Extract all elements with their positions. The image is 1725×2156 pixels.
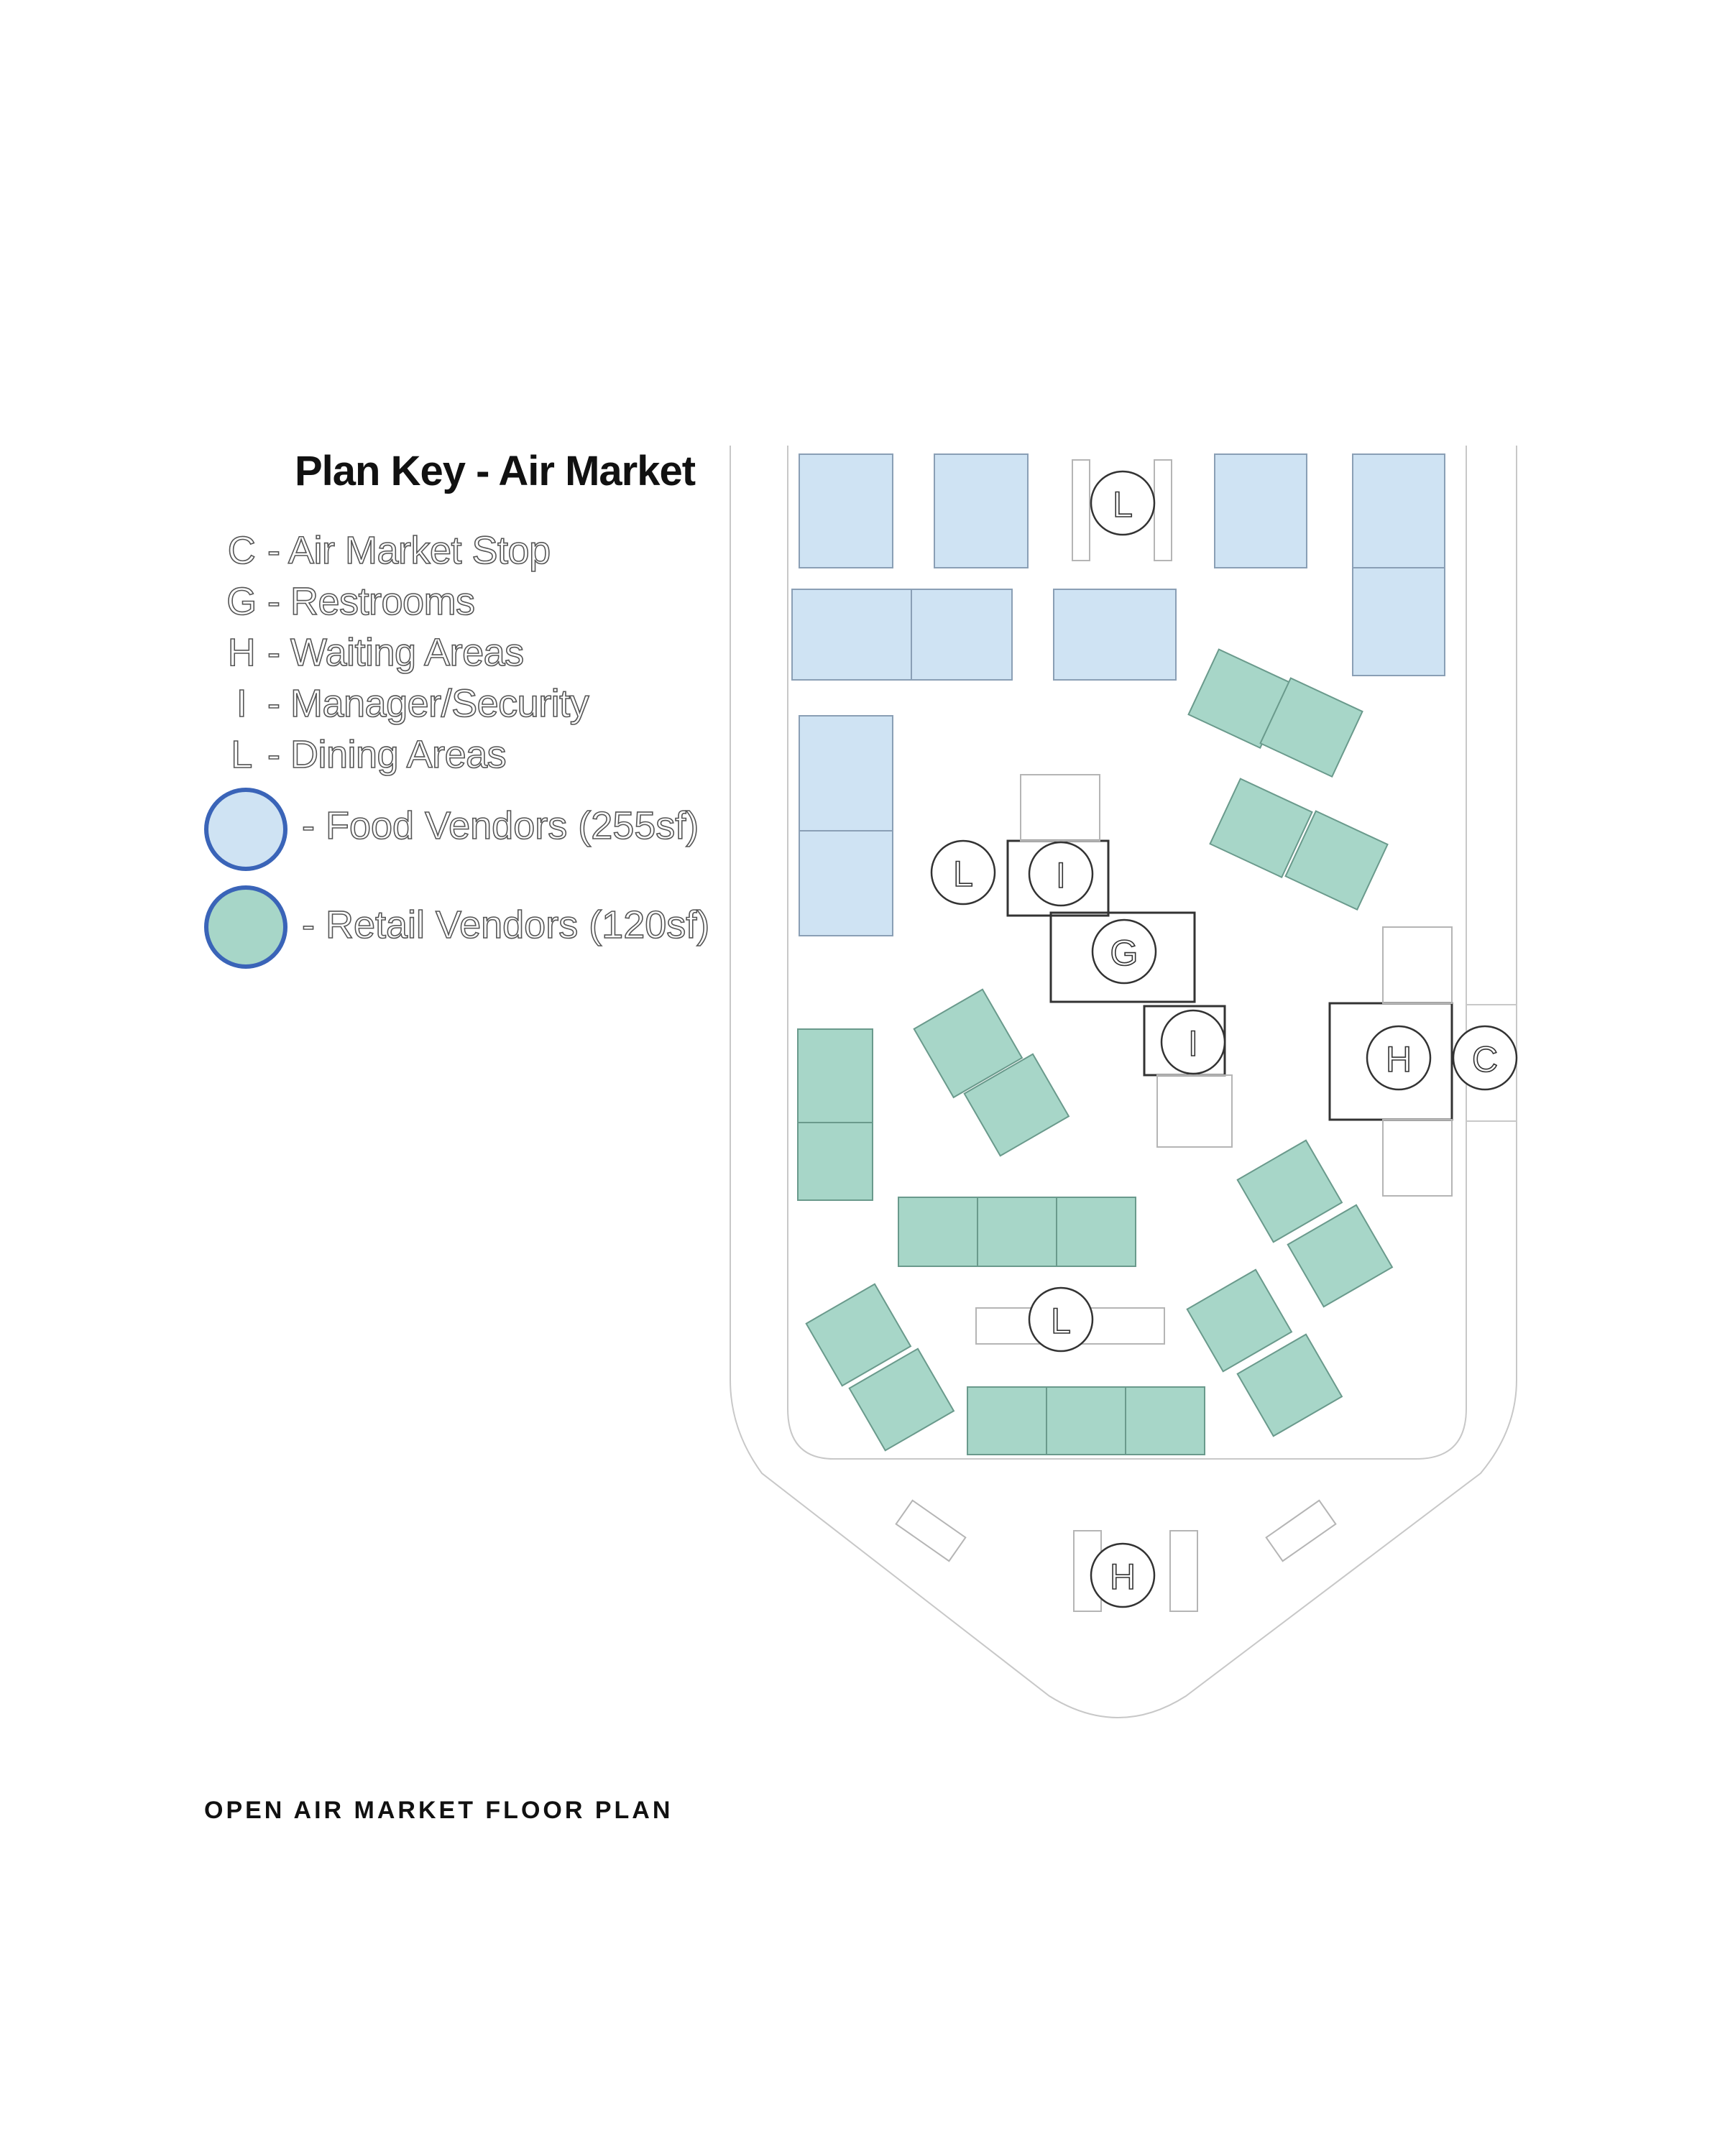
key-code: G bbox=[226, 579, 257, 624]
key-label: - Air Market Stop bbox=[267, 528, 551, 573]
restroom-block bbox=[1049, 911, 1196, 1003]
restroom-marker-circle bbox=[1091, 918, 1157, 985]
key-label: - Dining Areas bbox=[267, 732, 507, 777]
key-code: I bbox=[236, 681, 248, 726]
dining-marker-circle bbox=[1028, 1286, 1094, 1353]
zone-letter: H bbox=[1386, 1039, 1412, 1079]
market-boundary bbox=[787, 446, 1467, 1460]
food-vendor bbox=[1053, 589, 1177, 681]
dining-marker-circle bbox=[930, 839, 996, 906]
zone-letter: I bbox=[1188, 1023, 1198, 1064]
food-vendor bbox=[934, 453, 1029, 568]
zone-letter: L bbox=[1051, 1301, 1071, 1341]
retail-vendor bbox=[1056, 1197, 1136, 1267]
food-vendor-swatch bbox=[204, 788, 288, 871]
retail-vendor bbox=[1287, 1204, 1394, 1308]
food-vendor bbox=[799, 453, 893, 568]
key-label: - Manager/Security bbox=[267, 681, 589, 726]
retail-vendor bbox=[977, 1197, 1057, 1267]
retail-vendor bbox=[797, 1122, 873, 1201]
food-vendor bbox=[799, 715, 893, 831]
zone-marker-letters: L L I G I H C L H bbox=[952, 484, 1499, 1598]
zone-letter: G bbox=[1110, 933, 1138, 973]
food-vendor bbox=[911, 589, 1013, 681]
manager-marker-circle bbox=[1028, 841, 1094, 907]
key-entry-g: G- Restrooms bbox=[216, 579, 475, 624]
retail-vendor bbox=[1125, 1386, 1205, 1455]
food-vendor bbox=[1214, 453, 1307, 568]
zone-letter: H bbox=[1110, 1557, 1136, 1597]
retail-vendor-label: - Retail Vendors (120sf) bbox=[301, 903, 710, 947]
retail-vendor bbox=[967, 1386, 1047, 1455]
retail-vendor-swatch bbox=[204, 885, 288, 969]
figure-caption: OPEN AIR MARKET FLOOR PLAN bbox=[204, 1797, 673, 1824]
waiting-marker-circle bbox=[1090, 1542, 1156, 1608]
retail-vendor bbox=[797, 1028, 873, 1123]
retail-vendor bbox=[898, 1197, 978, 1267]
retail-vendor bbox=[1046, 1386, 1126, 1455]
stop-marker-circle bbox=[1452, 1025, 1518, 1091]
site-outline bbox=[730, 446, 1517, 1718]
key-code: L bbox=[230, 732, 253, 777]
food-vendor bbox=[791, 589, 912, 681]
key-entry-h: H- Waiting Areas bbox=[216, 630, 525, 675]
key-label: - Restrooms bbox=[267, 579, 476, 624]
key-label: - Waiting Areas bbox=[267, 630, 525, 675]
food-vendor-label: - Food Vendors (255sf) bbox=[301, 803, 699, 848]
retail-vendor bbox=[1236, 1333, 1343, 1437]
manager-marker-circle bbox=[1160, 1009, 1226, 1075]
retail-vendor bbox=[805, 1283, 912, 1387]
retail-vendor bbox=[1186, 1268, 1293, 1373]
food-vendors bbox=[791, 453, 1445, 936]
food-vendor bbox=[1352, 453, 1445, 568]
zone-letter: L bbox=[953, 854, 973, 894]
retail-vendor bbox=[963, 1053, 1070, 1157]
zone-letter: C bbox=[1472, 1039, 1498, 1079]
waiting-marker-circle bbox=[1366, 1025, 1432, 1091]
key-entry-c: C- Air Market Stop bbox=[216, 528, 551, 573]
dining-marker-circle bbox=[1090, 470, 1156, 536]
key-code: C bbox=[227, 528, 257, 573]
retail-vendor bbox=[1209, 778, 1313, 879]
retail-vendor bbox=[1236, 1139, 1343, 1243]
retail-vendor bbox=[1259, 677, 1363, 778]
retail-vendors bbox=[797, 648, 1394, 1455]
key-entry-i: I - Manager/Security bbox=[216, 681, 590, 726]
zone-letter: L bbox=[1113, 484, 1133, 525]
key-entry-l: L - Dining Areas bbox=[216, 732, 507, 777]
key-code: H bbox=[227, 630, 257, 675]
zone-letter: I bbox=[1056, 855, 1066, 895]
retail-vendor bbox=[1284, 810, 1389, 911]
food-vendor bbox=[1352, 567, 1445, 676]
retail-vendor bbox=[848, 1348, 955, 1452]
plan-key-title: Plan Key - Air Market bbox=[295, 448, 696, 494]
retail-vendor bbox=[913, 988, 1024, 1099]
food-vendor bbox=[799, 830, 893, 936]
zone-markers bbox=[930, 470, 1518, 1608]
